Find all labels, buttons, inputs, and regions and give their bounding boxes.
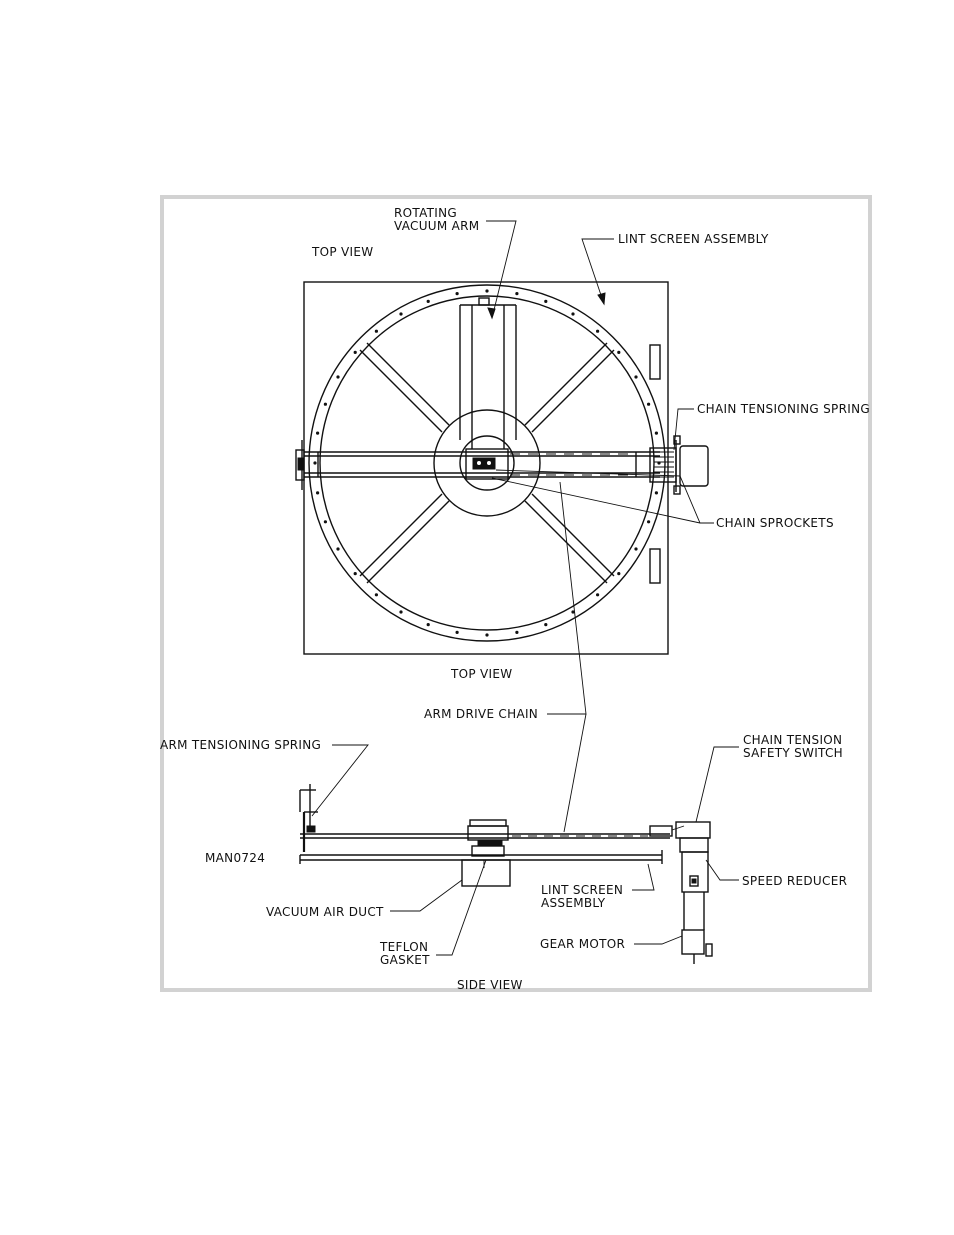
rim-bolt-hole (655, 432, 658, 435)
rim-bolt-hole (596, 593, 599, 596)
label-safety-switch: SAFETY SWITCH (743, 746, 843, 760)
rim-bolt-hole (316, 491, 319, 494)
rim-bolt-hole (596, 330, 599, 333)
rim-bolt-hole (427, 623, 430, 626)
label-gear-motor: GEAR MOTOR (540, 937, 625, 951)
rim-bolt-hole (571, 312, 574, 315)
rim-bolt-hole (634, 547, 637, 550)
label-top-view-lower: TOP VIEW (450, 667, 512, 681)
label-drawing-number: MAN0724 (205, 851, 265, 865)
label-chain-tension: CHAIN TENSION (743, 733, 842, 747)
label-teflon: TEFLON (379, 940, 428, 954)
rim-bolt-hole (617, 351, 620, 354)
rim-bolt-hole (456, 631, 459, 634)
rim-bolt-hole (544, 300, 547, 303)
rim-bolt-hole (634, 375, 637, 378)
rim-bolt-hole (354, 572, 357, 575)
rim-bolt-hole (456, 292, 459, 295)
rim-bolt-hole (617, 572, 620, 575)
label-assembly: ASSEMBLY (541, 896, 606, 910)
label-rotating: ROTATING (394, 206, 457, 220)
rim-bolt-hole (336, 547, 339, 550)
label-lint-screen-assembly-top: LINT SCREEN ASSEMBLY (618, 232, 769, 246)
label-gasket: GASKET (380, 953, 430, 967)
rim-bolt-hole (375, 330, 378, 333)
rim-bolt-hole (515, 631, 518, 634)
label-top-view-upper: TOP VIEW (311, 245, 373, 259)
rim-bolt-hole (399, 610, 402, 613)
rim-bolt-hole (336, 375, 339, 378)
label-arm-tensioning-spring: ARM TENSIONING SPRING (160, 738, 321, 752)
rim-bolt-hole (354, 351, 357, 354)
label-speed-reducer: SPEED REDUCER (742, 874, 847, 888)
rim-bolt-hole (544, 623, 547, 626)
rim-bolt-hole (324, 520, 327, 523)
rim-bolt-hole (647, 520, 650, 523)
label-vacuum-arm: VACUUM ARM (394, 219, 479, 233)
rim-bolt-hole (647, 403, 650, 406)
rim-bolt-hole (515, 292, 518, 295)
label-vacuum-air-duct: VACUUM AIR DUCT (266, 905, 384, 919)
rim-bolt-hole (485, 633, 488, 636)
label-arm-drive-chain: ARM DRIVE CHAIN (424, 707, 538, 721)
label-side-view: SIDE VIEW (457, 978, 523, 992)
rim-bolt-hole (375, 593, 378, 596)
rim-bolt-hole (313, 461, 316, 464)
rim-bolt-hole (655, 491, 658, 494)
rim-bolt-hole (485, 289, 488, 292)
label-lint-screen: LINT SCREEN (541, 883, 623, 897)
label-chain-sprockets: CHAIN SPROCKETS (716, 516, 834, 530)
rim-bolt-hole (316, 432, 319, 435)
rim-bolt-hole (399, 312, 402, 315)
label-chain-tensioning-spring: CHAIN TENSIONING SPRING (697, 402, 870, 416)
rim-bolt-hole (324, 403, 327, 406)
rim-bolt-hole (427, 300, 430, 303)
